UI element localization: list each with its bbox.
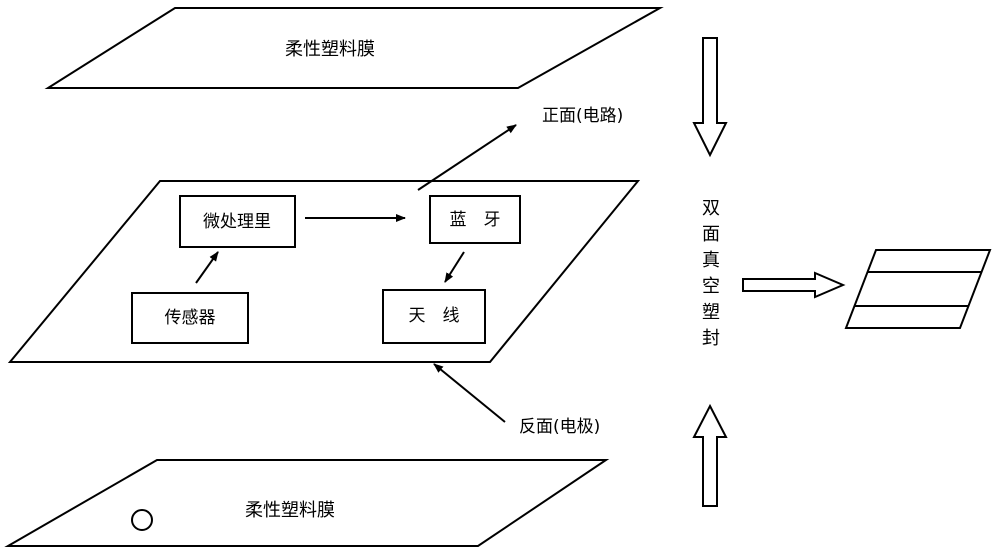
antenna-label: 天 线 bbox=[409, 306, 460, 326]
bottom-film-label: 柔性塑料膜 bbox=[245, 500, 335, 521]
result-arrow bbox=[743, 273, 843, 297]
microprocessor-label: 微处理里 bbox=[203, 212, 271, 232]
process-char: 面 bbox=[702, 224, 720, 245]
process-char: 封 bbox=[702, 328, 720, 349]
process-char: 空 bbox=[702, 276, 720, 297]
top-film-label: 柔性塑料膜 bbox=[285, 39, 375, 60]
press-up-arrow bbox=[694, 406, 726, 506]
process-label: 双 面 真 空 塑 封 bbox=[702, 198, 720, 349]
press-down-arrow bbox=[694, 38, 726, 155]
process-char: 双 bbox=[702, 198, 720, 219]
front-side-label: 正面(电路) bbox=[542, 106, 623, 126]
circuit-board bbox=[10, 181, 638, 362]
arrow-back-side bbox=[434, 364, 505, 422]
back-side-label: 反面(电极) bbox=[519, 417, 600, 437]
process-char: 塑 bbox=[702, 302, 720, 323]
process-char: 真 bbox=[702, 250, 720, 271]
sensor-label: 传感器 bbox=[165, 308, 216, 328]
sealed-result-shape bbox=[846, 250, 990, 328]
bluetooth-label: 蓝 牙 bbox=[450, 210, 501, 230]
